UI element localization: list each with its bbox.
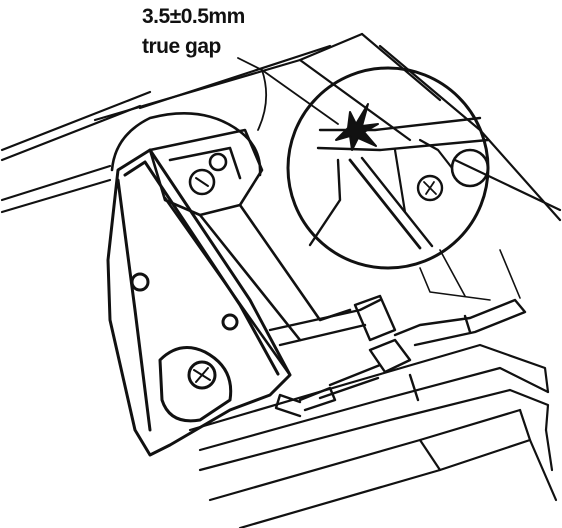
- housing-frame: [0, 32, 562, 222]
- gap-indicator: [237, 57, 379, 151]
- cable-assembly: [268, 294, 527, 418]
- gap-value-label: 3.5±0.5mm: [142, 5, 245, 28]
- leader-lines: [419, 249, 521, 301]
- gap-description-label: true gap: [142, 35, 221, 58]
- base-rail: [188, 343, 558, 528]
- lever-arm: [110, 112, 352, 377]
- bracket-plate: [106, 148, 292, 457]
- detail-magnifier: [286, 66, 490, 270]
